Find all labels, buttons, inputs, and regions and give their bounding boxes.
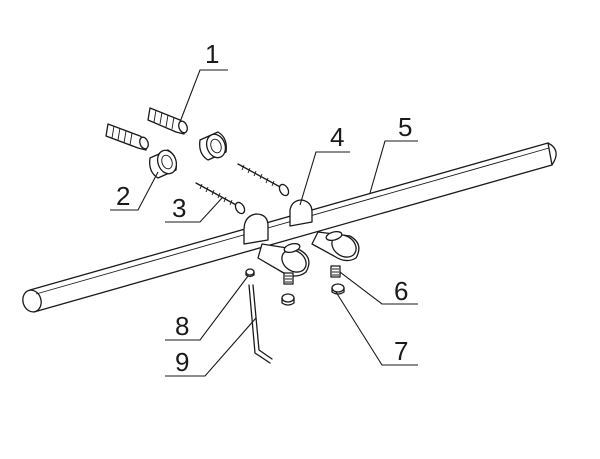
spacer-sleeve-lower xyxy=(149,149,178,179)
leader-1 xyxy=(179,69,228,123)
set-screw-right xyxy=(330,265,341,278)
callout-5: 5 xyxy=(398,112,412,142)
bracket-collar-right xyxy=(289,199,360,262)
allen-key xyxy=(248,284,273,364)
wood-screw-lower xyxy=(195,182,246,215)
leader-7 xyxy=(335,291,418,366)
leader-lines xyxy=(110,69,418,377)
leader-4 xyxy=(299,151,350,206)
leader-2 xyxy=(110,171,159,211)
leader-8 xyxy=(165,275,249,341)
leader-6 xyxy=(339,271,418,305)
leader-5 xyxy=(369,140,418,194)
callout-2: 2 xyxy=(116,181,130,211)
callout-3: 3 xyxy=(172,193,186,223)
callout-4: 4 xyxy=(330,122,344,152)
screw-cap-left xyxy=(281,293,295,306)
callout-7: 7 xyxy=(394,336,408,366)
leader-3 xyxy=(165,197,223,223)
callout-6: 6 xyxy=(394,276,408,306)
leader-9 xyxy=(165,317,257,377)
rail-tube xyxy=(22,142,557,313)
set-screw-left xyxy=(283,272,294,285)
callout-8: 8 xyxy=(175,311,189,341)
wood-screw-upper xyxy=(237,163,290,197)
callout-9: 9 xyxy=(175,347,189,377)
wall-plug-anchor-lower xyxy=(105,123,149,151)
callout-1: 1 xyxy=(205,39,219,69)
wall-plug-anchor-upper xyxy=(147,107,188,135)
screw-cap-right xyxy=(331,283,345,295)
spacer-sleeve-upper xyxy=(199,131,227,161)
small-cap xyxy=(245,268,255,278)
bracket-collar-left xyxy=(243,213,310,277)
